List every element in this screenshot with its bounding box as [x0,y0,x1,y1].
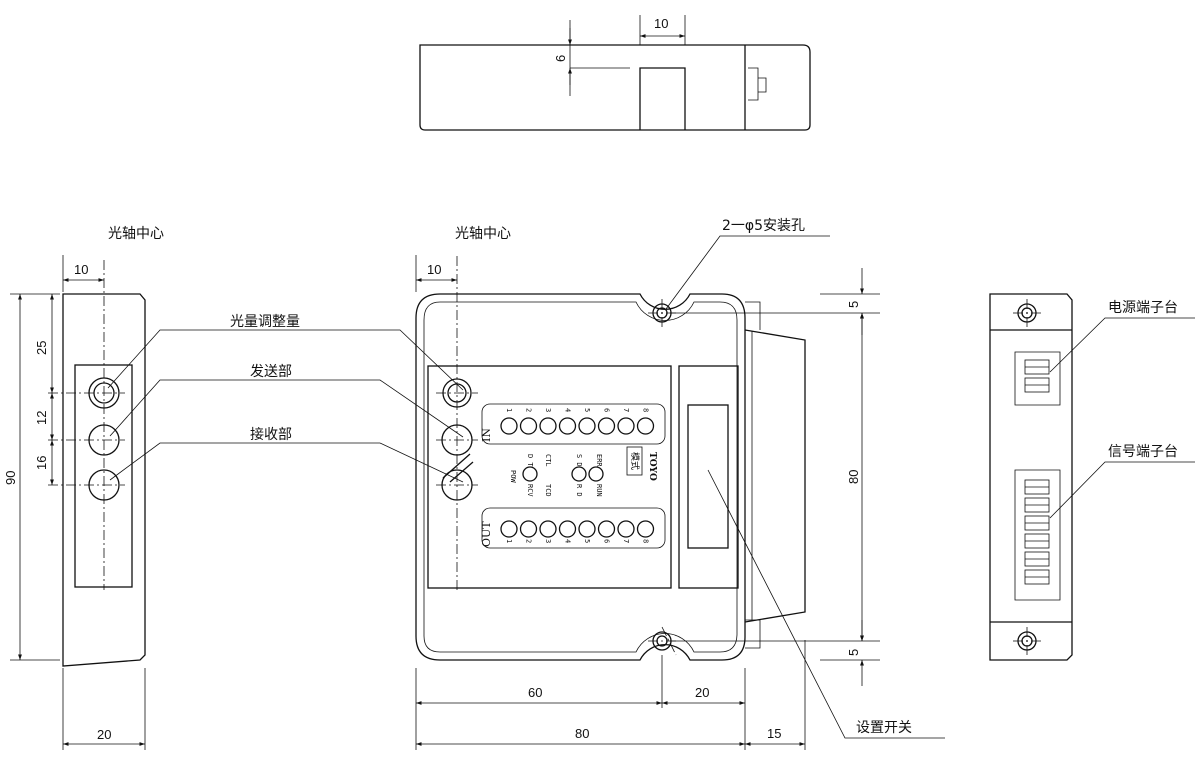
left-dim-25: 25 [34,341,49,355]
label-light-adjust: 光量调整量 [230,314,300,330]
front-view: IN 1 2 3 4 5 6 7 8 OUT 1 2 3 4 5 6 7 8 POW D T CTL S D… [415,226,806,750]
out-channel-4: 4 [564,539,572,543]
in-led-6 [597,417,616,435]
label-transmitter: 发送部 [250,364,292,380]
out-led-6 [597,520,616,538]
left-dim-90: 90 [3,471,18,485]
status-led-3 [588,466,604,482]
brand-logo: TOYO [647,452,657,481]
label-setting-switch: 设置开关 [856,720,912,736]
top-dim-6: 6 [553,55,568,62]
in-led-5 [578,417,596,435]
label-power-terminal: 电源端子台 [1108,300,1178,316]
out-channel-5: 5 [583,539,591,543]
in-channel-3: 3 [544,408,552,412]
right-side-view [989,293,1073,661]
out-led-row [500,520,655,538]
label-mount-holes: 2一φ5安装孔 [722,218,805,234]
front-dim-20: 20 [695,685,709,700]
out-channel-1: 1 [505,539,513,543]
in-led-4 [558,417,577,435]
left-axis-label: 光轴中心 [108,226,164,242]
status-err: ERR [595,454,603,467]
status-tcd: TCD [544,484,552,497]
left-dim-axis-10: 10 [74,262,88,277]
label-receiver: 接收部 [250,426,292,443]
vertical-dims: 5 80 5 [670,268,880,686]
in-led-2 [519,417,538,435]
out-led-3 [539,520,557,538]
out-led-4 [558,520,577,538]
in-channel-2: 2 [525,408,533,412]
top-view: 10 6 [419,15,811,131]
in-channel-numbers: 1 2 3 4 5 6 7 8 [505,408,650,412]
status-sd: S D [575,454,583,467]
power-terminal-block [1024,359,1050,393]
signal-terminal-block [1024,479,1050,585]
out-label: OUT [480,521,493,547]
out-channel-3: 3 [544,539,552,543]
right-dim-5-bottom: 5 [846,649,861,656]
left-dim-12: 12 [34,411,49,425]
in-channel-1: 1 [505,408,513,412]
status-pow: POW [509,470,517,483]
in-channel-8: 8 [642,408,650,412]
front-axis-label: 光轴中心 [455,226,511,242]
label-signal-terminal: 信号端子台 [1108,444,1178,460]
out-led-1 [500,520,518,538]
in-led-7 [617,417,635,435]
in-channel-4: 4 [564,408,572,412]
status-ctl: CTL [544,454,552,467]
in-led-1 [500,417,518,435]
in-label: IN [480,428,493,442]
out-led-5 [578,520,596,538]
left-side-view: 90 25 12 16 10 20 光轴中心 [3,226,164,750]
status-rcv: RCV [526,484,534,497]
front-dim-axis-10: 10 [427,262,441,277]
right-dim-5-top: 5 [846,301,861,308]
out-channel-2: 2 [525,539,533,543]
out-led-2 [519,520,538,538]
top-dim-10: 10 [654,16,668,31]
status-led-2 [571,466,587,482]
in-led-3 [539,417,557,435]
out-channel-8: 8 [642,539,650,543]
out-channel-numbers: 1 2 3 4 5 6 7 8 [505,539,650,543]
left-dim-16: 16 [34,456,49,470]
mode-label: 模式 [629,452,641,470]
in-led-row [500,417,655,435]
out-led-7 [617,520,635,538]
right-dim-80: 80 [846,470,861,484]
front-dim-15: 15 [767,726,781,741]
in-led-8 [636,417,655,435]
left-dim-20: 20 [97,727,111,742]
out-channel-7: 7 [622,539,630,543]
status-rd: R D [575,484,583,497]
in-channel-5: 5 [583,408,591,412]
in-channel-7: 7 [622,408,630,412]
front-dim-80: 80 [575,726,589,741]
in-channel-6: 6 [603,408,611,412]
status-run: RUN [595,484,603,497]
out-led-8 [636,520,655,538]
status-led-1 [522,466,538,482]
out-channel-6: 6 [603,539,611,543]
status-dt: D T [526,454,534,467]
front-dim-60: 60 [528,685,542,700]
leaders: 光量调整量 发送部 接收部 2一φ5安装孔 设置开关 电源端子台 信号端子台 [107,218,1195,739]
